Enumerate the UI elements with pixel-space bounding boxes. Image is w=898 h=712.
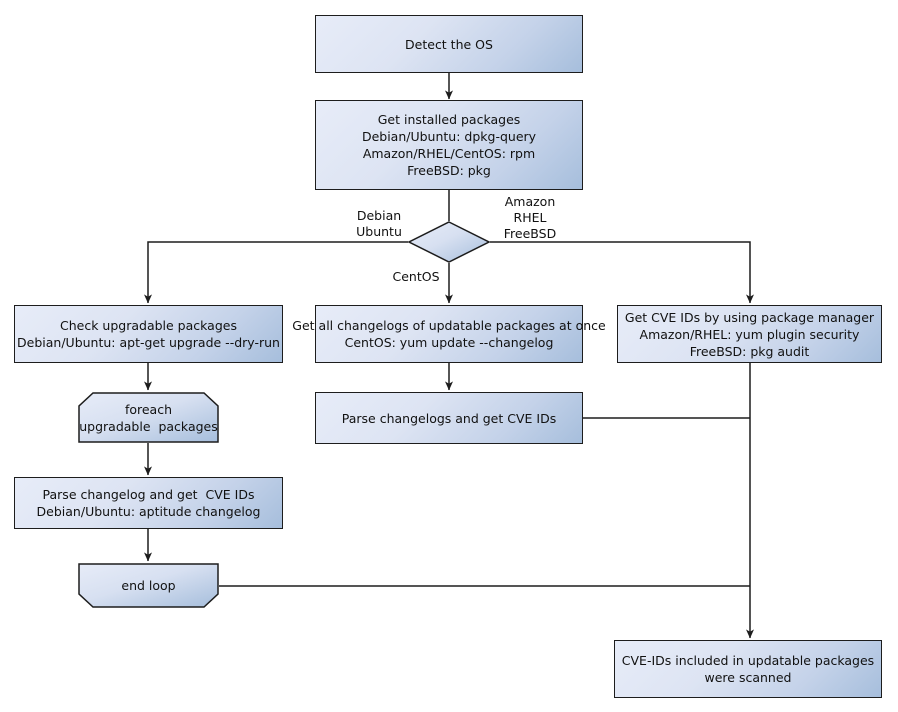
foreach-shape-outline: [78, 392, 219, 443]
edge-decision-to-get-cve-pm: [490, 241, 754, 304]
node-parse-changelogs-get-cve-ids[interactable]: Parse changelogs and get CVE IDs: [315, 392, 583, 444]
edge-decision-to-check-upgradable: [144, 241, 408, 304]
node-get-cve-ids-package-manager[interactable]: Get CVE IDs by using package manager Ama…: [617, 305, 882, 363]
node-foreach-upgradable-packages-wrap: foreach upgradable packages: [78, 392, 219, 443]
edge-label-centos: CentOS: [392, 269, 440, 284]
node-os-decision[interactable]: [408, 221, 490, 263]
node-parse-changelog-get-cve-ids[interactable]: Parse changelog and get CVE IDs Debian/U…: [14, 477, 283, 529]
node-detect-os[interactable]: Detect the OS: [315, 15, 583, 73]
edge-label-debian-ubuntu: Debian Ubuntu: [356, 208, 402, 239]
node-end-loop[interactable]: end loop: [121, 578, 176, 593]
node-foreach-upgradable-packages[interactable]: foreach upgradable packages: [79, 401, 218, 434]
node-get-installed-packages[interactable]: Get installed packages Debian/Ubuntu: dp…: [315, 100, 583, 190]
node-end-loop-wrap: end loop: [78, 563, 219, 608]
edge-label-amazon-rhel-freebsd: Amazon RHEL FreeBSD: [503, 194, 557, 241]
node-get-all-changelogs[interactable]: Get all changelogs of updatable packages…: [292, 305, 606, 363]
node-cve-ids-scanned[interactable]: CVE-IDs included in updatable packages w…: [614, 640, 882, 698]
end-loop-shape-outline: [78, 563, 219, 608]
node-check-upgradable-packages[interactable]: Check upgradable packages Debian/Ubuntu:…: [14, 305, 283, 363]
